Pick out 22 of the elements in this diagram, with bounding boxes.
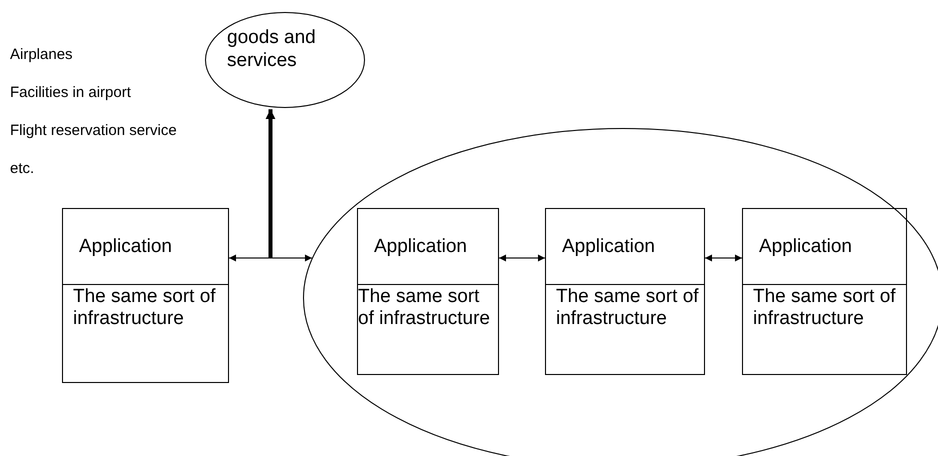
list-item-text: Facilities in airport (10, 84, 131, 101)
double-arrow (498, 254, 546, 262)
double-arrow (228, 254, 312, 262)
double-arrow (704, 254, 742, 262)
layer-box (62, 208, 229, 383)
thick-arrow (266, 109, 276, 258)
list-item-text: Airplanes (10, 46, 73, 63)
list-item-text: Flight reservation service (10, 122, 177, 139)
layer-heading: Application (743, 209, 906, 285)
goods-ellipse (205, 12, 365, 108)
ellipse-text: goods and services (227, 26, 317, 72)
layer-text: The same sort of infrastructure (358, 285, 491, 330)
layer-heading: Application (63, 209, 228, 285)
layer-heading: Application (358, 209, 498, 285)
layer-heading: Application (546, 209, 704, 285)
layer-text: The same sort of infrastructure (555, 285, 700, 330)
list-item-text: etc. (10, 160, 34, 177)
layer-text: The same sort of infrastructure (72, 285, 217, 330)
layer-box (545, 208, 705, 375)
layer-text: The same sort of infrastructure (752, 285, 897, 330)
layer-box (742, 208, 907, 375)
layer-box (357, 208, 499, 375)
